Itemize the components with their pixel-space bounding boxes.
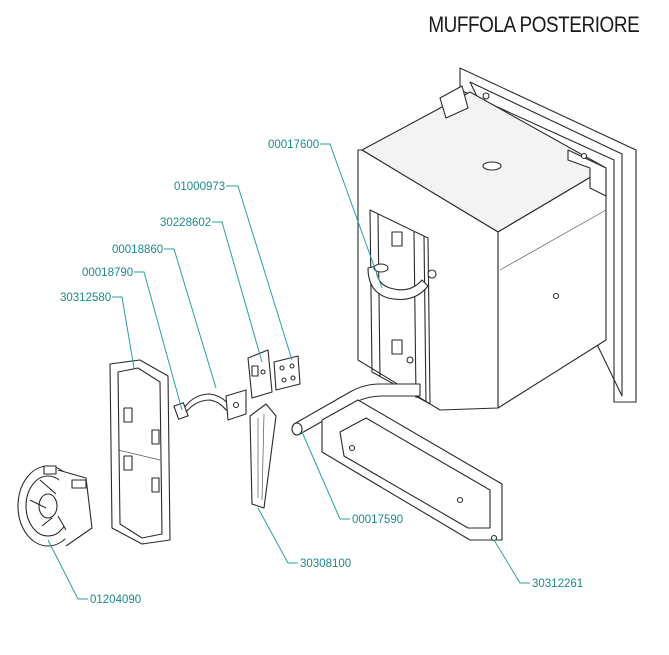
part-00018860 xyxy=(183,389,247,421)
leader-lines xyxy=(47,143,530,600)
part-30308100 xyxy=(249,403,277,509)
label-00017600: 00017600 xyxy=(268,139,319,151)
part-30312261 xyxy=(321,399,503,542)
part-30312580 xyxy=(109,359,171,545)
label-00017590: 00017590 xyxy=(352,514,403,526)
part-01000973 xyxy=(273,355,301,391)
label-30308100: 30308100 xyxy=(300,558,351,570)
muffle-assembly xyxy=(357,67,637,411)
label-30312580: 30312580 xyxy=(60,292,111,304)
label-30228602: 30228602 xyxy=(160,217,211,229)
label-00018790: 00018790 xyxy=(82,267,133,279)
part-00017590 xyxy=(291,383,421,436)
part-01204090 xyxy=(17,465,93,547)
label-01204090: 01204090 xyxy=(90,594,141,606)
diagram-title: MUFFOLA POSTERIORE xyxy=(428,12,639,37)
label-00018860: 00018860 xyxy=(112,244,163,256)
label-01000973: 01000973 xyxy=(174,181,225,193)
part-00018790 xyxy=(173,402,189,420)
label-30312261: 30312261 xyxy=(532,578,583,590)
part-labels: 00017600 01000973 30228602 00018860 0001… xyxy=(60,139,583,606)
part-30228602 xyxy=(247,349,273,399)
